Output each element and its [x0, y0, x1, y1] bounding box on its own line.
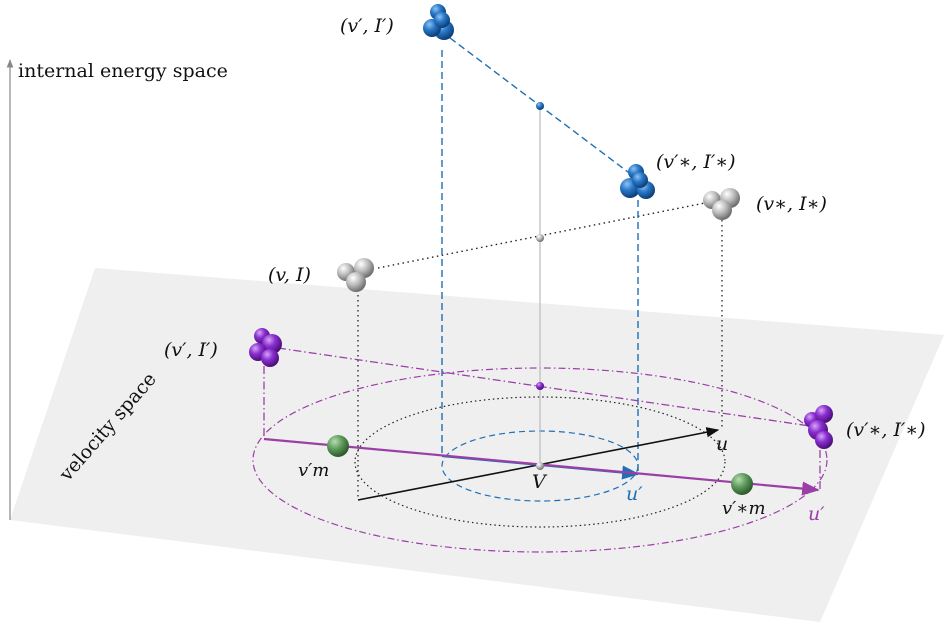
dot-mix-center	[536, 382, 544, 390]
molecule-gray-left	[337, 258, 374, 292]
label-V: V	[532, 471, 548, 493]
molecule-purple-left	[249, 328, 282, 367]
label-u-prime-purple: u′	[808, 503, 825, 525]
molecule-blue-top	[423, 4, 454, 40]
label-post-1: (v′, I′)	[340, 15, 394, 37]
label-mix-2: (v′∗, I′∗)	[846, 419, 926, 441]
molecule-purple-right	[804, 405, 833, 449]
label-pre-2: (v∗, I∗)	[756, 193, 827, 215]
dot-V	[536, 462, 544, 470]
molecule-gray-right	[703, 188, 740, 220]
green-sphere-vm	[327, 435, 349, 457]
label-post-2: (v′∗, I′∗)	[656, 151, 736, 173]
label-mix-1: (v′, I′)	[164, 339, 218, 361]
label-vm: v′m	[298, 460, 329, 481]
label-u: u	[716, 433, 728, 455]
pre-collision-link	[377, 202, 706, 269]
dot-pre-center	[536, 234, 544, 242]
label-pre-1: (v, I)	[268, 264, 311, 286]
velocity-plane	[10, 268, 944, 622]
middle-ellipse	[354, 396, 726, 528]
molecule-blue-right	[620, 164, 655, 199]
label-internal-energy: internal energy space	[18, 60, 228, 82]
dot-post-center	[536, 102, 544, 110]
label-vsm: v′∗m	[722, 498, 766, 519]
mix-link	[277, 347, 811, 427]
green-sphere-vsm	[731, 473, 753, 495]
label-u-prime-blue: u′	[626, 483, 643, 505]
